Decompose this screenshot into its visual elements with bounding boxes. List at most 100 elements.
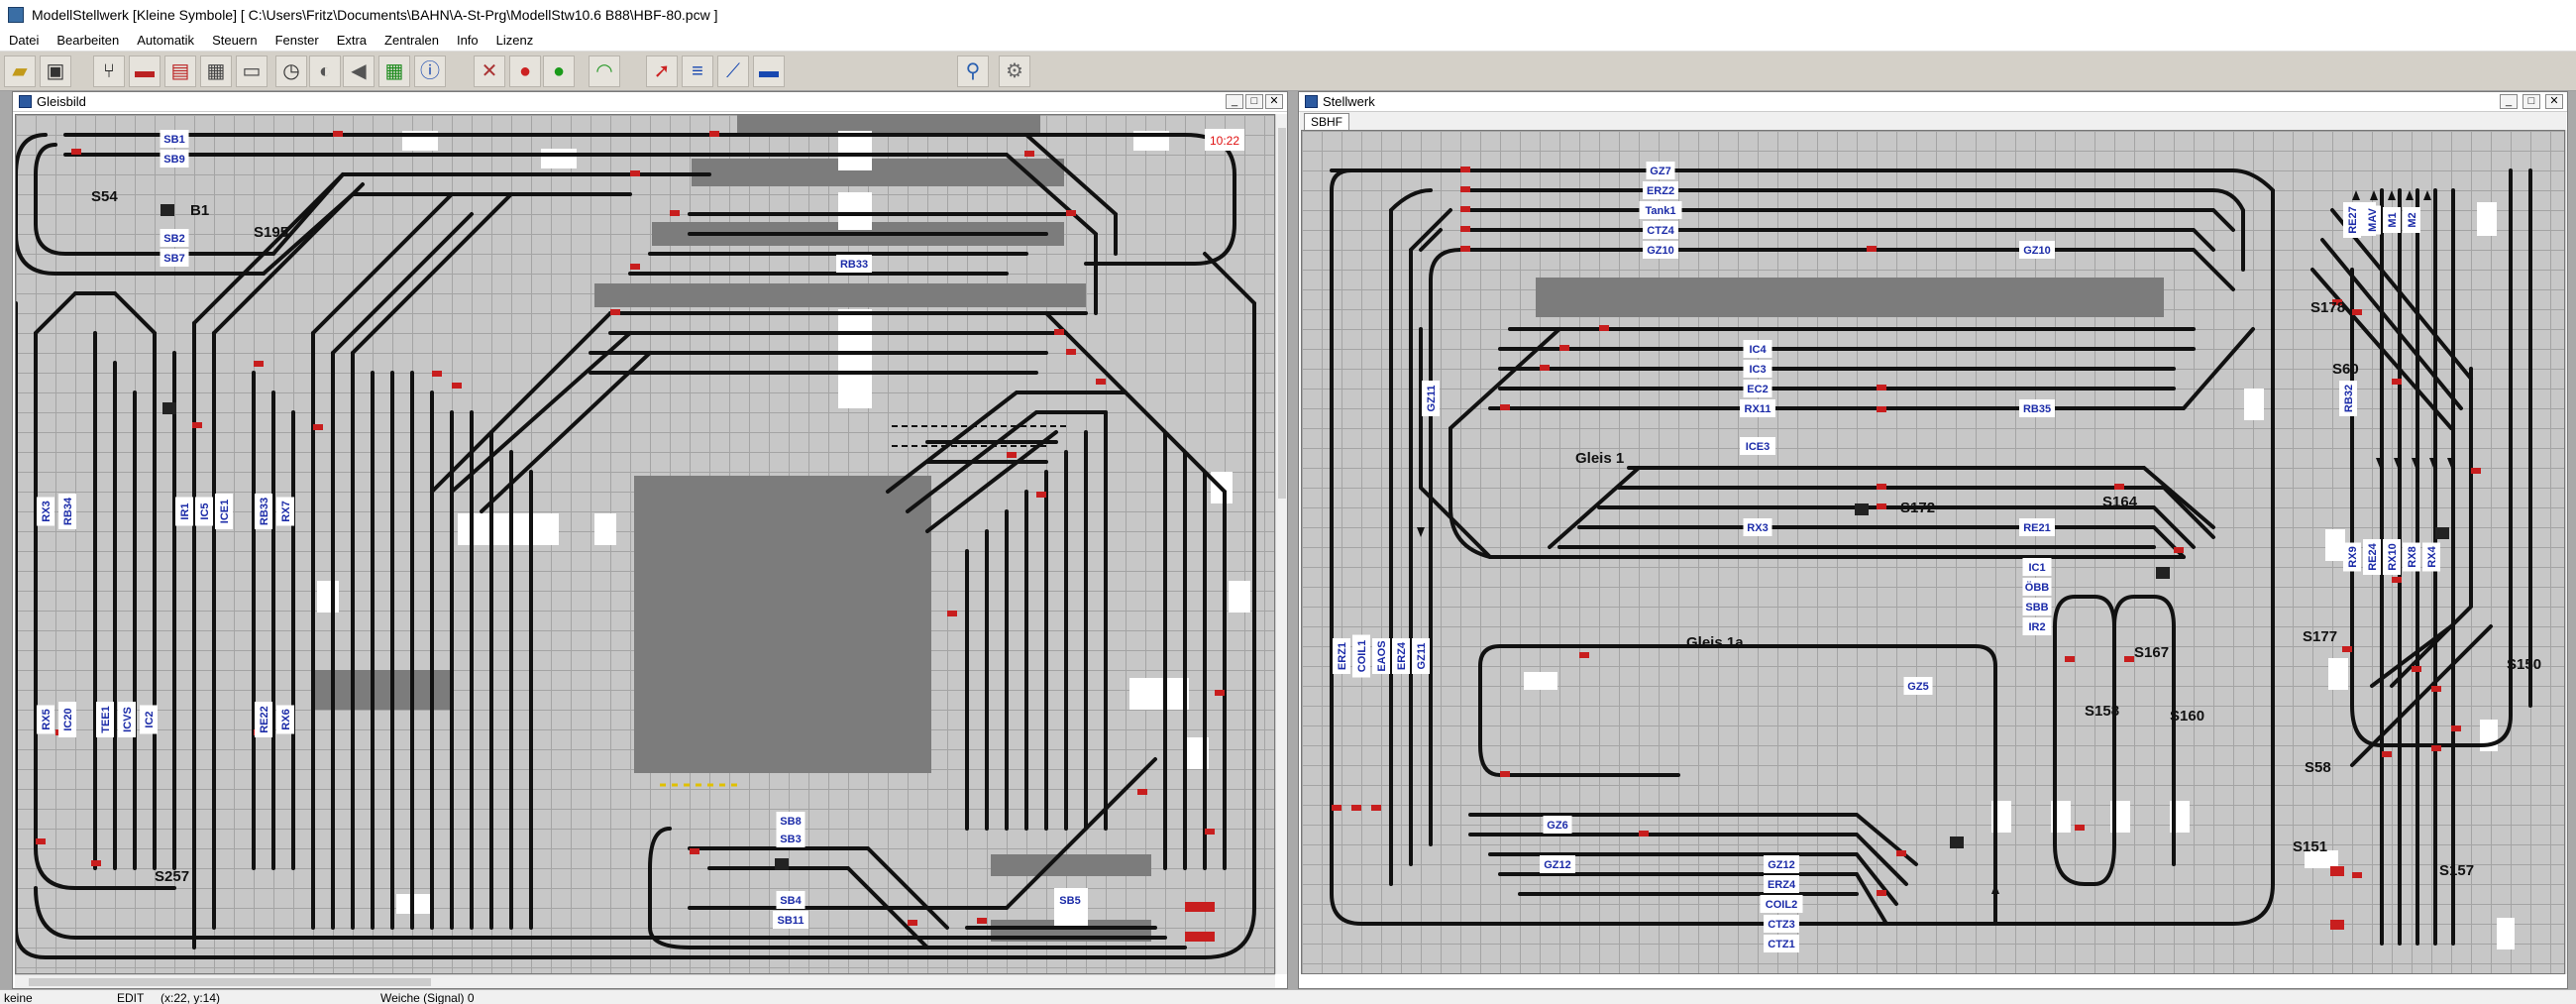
track-label: S60: [2332, 361, 2359, 378]
clock-display: 10:22: [1210, 134, 1239, 148]
track-label: GZ10: [1647, 245, 1674, 257]
signal-green-icon[interactable]: ●: [543, 56, 575, 87]
track-label: RB34: [62, 497, 74, 525]
gleisbild-horizontal-scrollbar[interactable]: [15, 974, 1275, 988]
sound-icon[interactable]: ◀: [343, 56, 375, 87]
scroll-thumb[interactable]: [29, 978, 431, 986]
close-button[interactable]: ✕: [2545, 94, 2563, 109]
track-label: EAOS: [1376, 640, 1388, 671]
track-label: SBB: [2025, 602, 2048, 614]
status-message: Weiche (Signal) 0: [380, 991, 475, 1004]
track-label: SB2: [163, 233, 184, 245]
gleisbild-track-diagram[interactable]: 10:22 SB1SB9SB2SB7S54B1S195RB33RX3RB34IR…: [16, 115, 1275, 974]
track-edit-icon[interactable]: ≡: [682, 56, 713, 87]
menu-steuern[interactable]: Steuern: [212, 33, 258, 48]
menu-extra[interactable]: Extra: [336, 33, 368, 48]
magnifier-icon[interactable]: ⚲: [957, 56, 989, 87]
block-icon[interactable]: ▬: [753, 56, 785, 87]
track-label: RE24: [2367, 542, 2379, 570]
stellwerk-track-diagram[interactable]: GZ7ERZ2Tank1CTZ4GZ10GZ10GZ11IC4IC3EC2RX1…: [1302, 131, 2565, 974]
track-label: RE21: [2023, 522, 2051, 534]
track-label: RB32: [2343, 385, 2355, 412]
track-label: S167: [2134, 644, 2169, 661]
status-mode: keine: [4, 991, 33, 1004]
window-icon: [19, 95, 32, 108]
track-label: Gleis 1a: [1686, 634, 1744, 651]
open-folder-icon[interactable]: ▰: [4, 56, 36, 87]
clock-icon[interactable]: ◷: [275, 56, 307, 87]
settings-gear-icon[interactable]: ⚙: [999, 56, 1030, 87]
track-label: S54: [91, 188, 118, 205]
menu-info[interactable]: Info: [456, 33, 479, 48]
tools-icon[interactable]: ✕: [474, 56, 505, 87]
info-icon[interactable]: ⓘ: [414, 56, 446, 87]
track-label: RX5: [41, 709, 53, 729]
track-label: RX3: [41, 501, 53, 521]
minimize-button[interactable]: _: [1226, 94, 1243, 109]
train-list-icon[interactable]: ▤: [164, 56, 196, 87]
track-label: GZ10: [2023, 245, 2051, 257]
turnout-icon[interactable]: ⑂: [93, 56, 125, 87]
stellwerk-window: Stellwerk _ □ ✕ SBHF: [1298, 91, 2568, 989]
control-panel-icon[interactable]: ▦: [200, 56, 232, 87]
track-label: SB9: [163, 154, 184, 166]
track-label: RB33: [840, 259, 868, 271]
track-label: ICVS: [122, 707, 134, 732]
save-icon[interactable]: ▣: [40, 56, 71, 87]
track-label: S178: [2310, 299, 2345, 316]
track-label: TEE1: [100, 706, 112, 733]
track-label: RE22: [259, 706, 270, 733]
route-icon[interactable]: ⟋: [717, 56, 749, 87]
track-label: RX11: [1745, 403, 1771, 415]
timetable-icon[interactable]: ◐: [309, 56, 341, 87]
menu-automatik[interactable]: Automatik: [137, 33, 195, 48]
close-button[interactable]: ✕: [1265, 94, 1283, 109]
menu-lizenz[interactable]: Lizenz: [495, 33, 534, 48]
track-label: IC20: [62, 708, 74, 730]
track-label: CTZ1: [1768, 939, 1795, 950]
booster-icon[interactable]: ▭: [236, 56, 268, 87]
scroll-thumb[interactable]: [1278, 128, 1286, 499]
track-label: S58: [2305, 759, 2331, 776]
tab-sbhf[interactable]: SBHF: [1304, 113, 1350, 130]
track-label: EC2: [1747, 384, 1768, 395]
locomotive-icon[interactable]: ▬: [129, 56, 161, 87]
track-label: S157: [2439, 862, 2474, 879]
track-label: S160: [2170, 708, 2204, 725]
minimize-button[interactable]: _: [2500, 94, 2518, 109]
signal-red-icon[interactable]: ●: [509, 56, 541, 87]
signals-grid-icon[interactable]: ▦: [378, 56, 410, 87]
track-label: RE27: [2347, 206, 2359, 234]
track-label: ERZ4: [1768, 879, 1796, 891]
track-label: RX6: [280, 709, 292, 729]
gleisbild-title: Gleisbild: [37, 94, 86, 109]
track-label: RB33: [259, 498, 270, 525]
menu-bar: Datei Bearbeiten Automatik Steuern Fenst…: [0, 30, 2576, 52]
track-label: CTZ4: [1647, 225, 1674, 237]
track-label: IC2: [144, 711, 156, 727]
track-label: GZ5: [1907, 681, 1928, 693]
pointer-icon[interactable]: ➚: [646, 56, 678, 87]
menu-bearbeiten[interactable]: Bearbeiten: [56, 33, 120, 48]
track-label: SB5: [1059, 895, 1080, 907]
track-label: MAV: [2367, 208, 2379, 232]
track-label: M1: [2387, 212, 2399, 227]
track-label: RB35: [2023, 403, 2051, 415]
menu-datei[interactable]: Datei: [9, 33, 40, 48]
wifi-icon[interactable]: ◠: [589, 56, 620, 87]
menu-fenster[interactable]: Fenster: [274, 33, 319, 48]
track-label: IR1: [179, 502, 191, 519]
track-label: B1: [190, 202, 209, 219]
maximize-button[interactable]: □: [2522, 94, 2540, 109]
app-icon: [8, 7, 24, 23]
track-label: ICE1: [219, 500, 231, 523]
track-label: RX7: [280, 501, 292, 521]
maximize-button[interactable]: □: [1245, 94, 1263, 109]
track-label: GZ11: [1426, 386, 1438, 412]
menu-zentralen[interactable]: Zentralen: [384, 33, 439, 48]
gleisbild-vertical-scrollbar[interactable]: [1275, 114, 1287, 974]
track-label: SB7: [163, 253, 184, 265]
track-label: Tank1: [1646, 205, 1676, 217]
